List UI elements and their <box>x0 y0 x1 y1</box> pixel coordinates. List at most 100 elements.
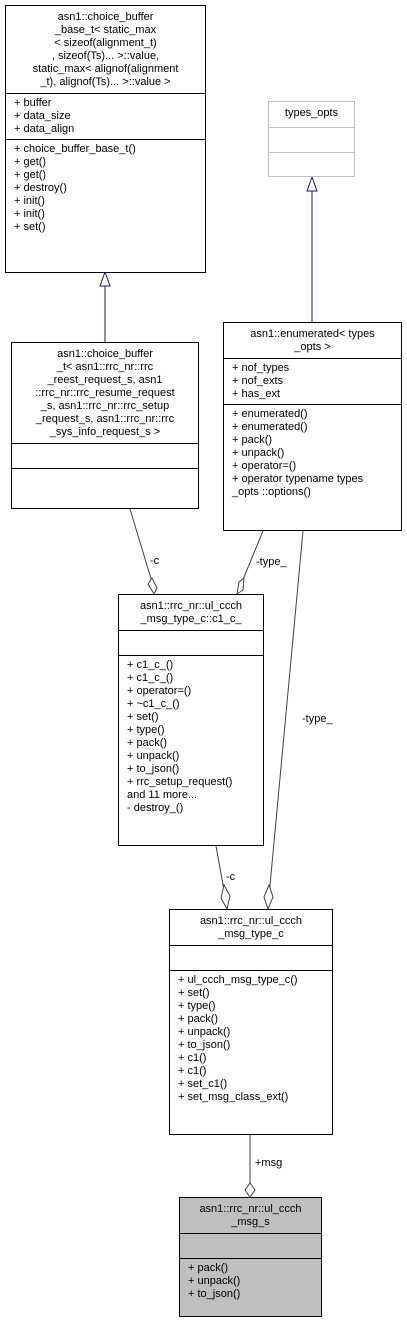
class-title: asn1::choice_buffer _t< asn1::rrc_nr::rr… <box>12 343 198 443</box>
title-line: , sizeof(Ts)... >::value, <box>51 50 160 62</box>
method-item: + ~c1_c_() <box>127 698 180 710</box>
attributes-section <box>119 630 263 655</box>
edge-label-type-c1: -type_ <box>256 556 287 568</box>
title-line: asn1::rrc_nr::ul_ccch <box>199 1203 302 1215</box>
method-item: - destroy_() <box>127 802 184 814</box>
methods-section: + c1_c_() + c1_c_() + operator=() + ~c1_… <box>119 655 263 818</box>
method-item: + to_json() <box>188 1288 241 1300</box>
methods-section <box>12 468 198 492</box>
method-item: + get() <box>14 156 47 168</box>
method-item: + unpack() <box>232 447 285 459</box>
attributes-section: + buffer + data_size + data_align <box>6 93 205 139</box>
methods-section: + enumerated() + enumerated() + pack() +… <box>224 404 401 502</box>
edge-label-type-ul: -type_ <box>302 713 333 725</box>
attribute-item: + nof_exts <box>232 375 284 387</box>
composition-edge-c-c1 <box>215 845 231 911</box>
title-line: _t), alignof(Ts)... >::value > <box>40 76 171 88</box>
title-line: asn1::choice_buffer <box>57 11 154 23</box>
title-line: _msg_type_c::c1_c_ <box>140 613 242 625</box>
method-item: + enumerated() <box>232 408 308 420</box>
title-line: _s, asn1::rrc_nr::rrc_setup <box>40 400 170 412</box>
methods-section <box>269 152 354 176</box>
class-node-ul-ccch-msg-s: asn1::rrc_nr::ul_ccch _msg_s + pack() + … <box>179 1197 322 1317</box>
title-line: _opts > <box>294 341 331 353</box>
method-item: + c1_c_() <box>127 659 174 671</box>
method-item: _opts ::options() <box>232 486 311 498</box>
methods-section: + choice_buffer_base_t() + get() + get()… <box>6 139 205 237</box>
class-node-c1-c: asn1::rrc_nr::ul_ccch _msg_type_c::c1_c_… <box>118 594 264 846</box>
attribute-item: + buffer <box>14 97 52 109</box>
class-node-enumerated: asn1::enumerated< types _opts > + nof_ty… <box>223 322 402 531</box>
attributes-section <box>12 443 198 468</box>
method-item: + to_json() <box>127 763 180 775</box>
inheritance-edge-choice-buffer <box>99 270 111 342</box>
attributes-section: + nof_types + nof_exts + has_ext <box>224 358 401 404</box>
method-item: + destroy() <box>14 182 67 194</box>
composition-edge-msg <box>244 1135 256 1198</box>
method-item: + init() <box>14 208 45 220</box>
method-item: + c1_c_() <box>127 672 174 684</box>
method-item: + set_msg_class_ext() <box>178 1091 289 1103</box>
title-line: asn1::rrc_nr::ul_ccch <box>139 600 243 612</box>
title-line: types_opts <box>284 107 339 119</box>
method-item: + get() <box>14 169 47 181</box>
method-item: + set() <box>178 987 210 999</box>
methods-section: + ul_ccch_msg_type_c() + set() + type() … <box>170 970 332 1107</box>
title-line: _reest_request_s, asn1 <box>47 374 163 386</box>
method-item: + enumerated() <box>232 421 308 433</box>
method-item: + pack() <box>188 1262 229 1274</box>
attributes-section <box>170 945 332 970</box>
method-item: + type() <box>127 724 165 736</box>
class-title: asn1::choice_buffer _base_t< static_max … <box>6 6 205 93</box>
method-item: + pack() <box>232 434 273 446</box>
class-title: asn1::rrc_nr::ul_ccch _msg_type_c::c1_c_ <box>119 595 263 630</box>
title-line: < sizeof(alignment_t) <box>54 37 157 49</box>
method-item: + type() <box>178 1000 216 1012</box>
title-line: asn1::enumerated< types <box>250 328 375 340</box>
attribute-item: + data_align <box>14 123 75 135</box>
method-item: + pack() <box>178 1013 219 1025</box>
composition-edge-type-ul <box>263 530 304 911</box>
edge-label-c-choice: -c <box>150 555 160 567</box>
method-item: + operator=() <box>127 685 192 697</box>
method-item: + ul_ccch_msg_type_c() <box>178 974 298 986</box>
title-line: _msg_type_c <box>218 928 284 940</box>
method-item: + choice_buffer_base_t() <box>14 143 136 155</box>
title-line: asn1::choice_buffer <box>57 348 153 360</box>
methods-section: + pack() + unpack() + to_json() <box>180 1258 321 1304</box>
class-title: asn1::rrc_nr::ul_ccch _msg_s <box>180 1198 321 1233</box>
method-item: + operator typename types <box>232 473 364 485</box>
method-item: + set_c1() <box>178 1078 228 1090</box>
method-item: + c1() <box>178 1065 207 1077</box>
edge-label-c-c1: -c <box>226 871 236 883</box>
attribute-item: + has_ext <box>232 388 281 400</box>
method-item: + rrc_setup_request() <box>127 776 233 788</box>
class-node-types-opts: types_opts <box>268 101 355 177</box>
method-item: + set() <box>127 711 159 723</box>
composition-edge-c-choice <box>129 508 158 596</box>
title-line: _sys_info_request_s > <box>49 426 161 438</box>
composition-edge-type-c1 <box>236 530 264 596</box>
class-node-ul-ccch-msg-type-c: asn1::rrc_nr::ul_ccch _msg_type_c + ul_c… <box>169 909 333 1135</box>
method-item: + operator=() <box>232 460 297 472</box>
method-item: + unpack() <box>178 1026 231 1038</box>
method-item: + to_json() <box>178 1039 231 1051</box>
title-line: _base_t< static_max <box>54 24 157 36</box>
inheritance-edge-enumerated <box>306 175 318 322</box>
title-line: _msg_s <box>231 1216 270 1228</box>
attributes-section <box>180 1233 321 1258</box>
method-item: + init() <box>14 195 45 207</box>
method-item: + pack() <box>127 737 168 749</box>
method-item: + unpack() <box>188 1275 241 1287</box>
edge-label-msg: +msg <box>255 1157 283 1169</box>
method-item: + unpack() <box>127 750 180 762</box>
method-item: + c1() <box>178 1052 207 1064</box>
title-line: static_max< alignof(alignment <box>32 63 179 75</box>
class-title: asn1::rrc_nr::ul_ccch _msg_type_c <box>170 910 332 945</box>
attribute-item: + nof_types <box>232 362 290 374</box>
method-item: + set() <box>14 221 46 233</box>
title-line: asn1::rrc_nr::ul_ccch <box>199 915 303 927</box>
class-node-choice-buffer-t: asn1::choice_buffer _t< asn1::rrc_nr::rr… <box>11 342 199 509</box>
method-item: and 11 more... <box>127 789 198 801</box>
